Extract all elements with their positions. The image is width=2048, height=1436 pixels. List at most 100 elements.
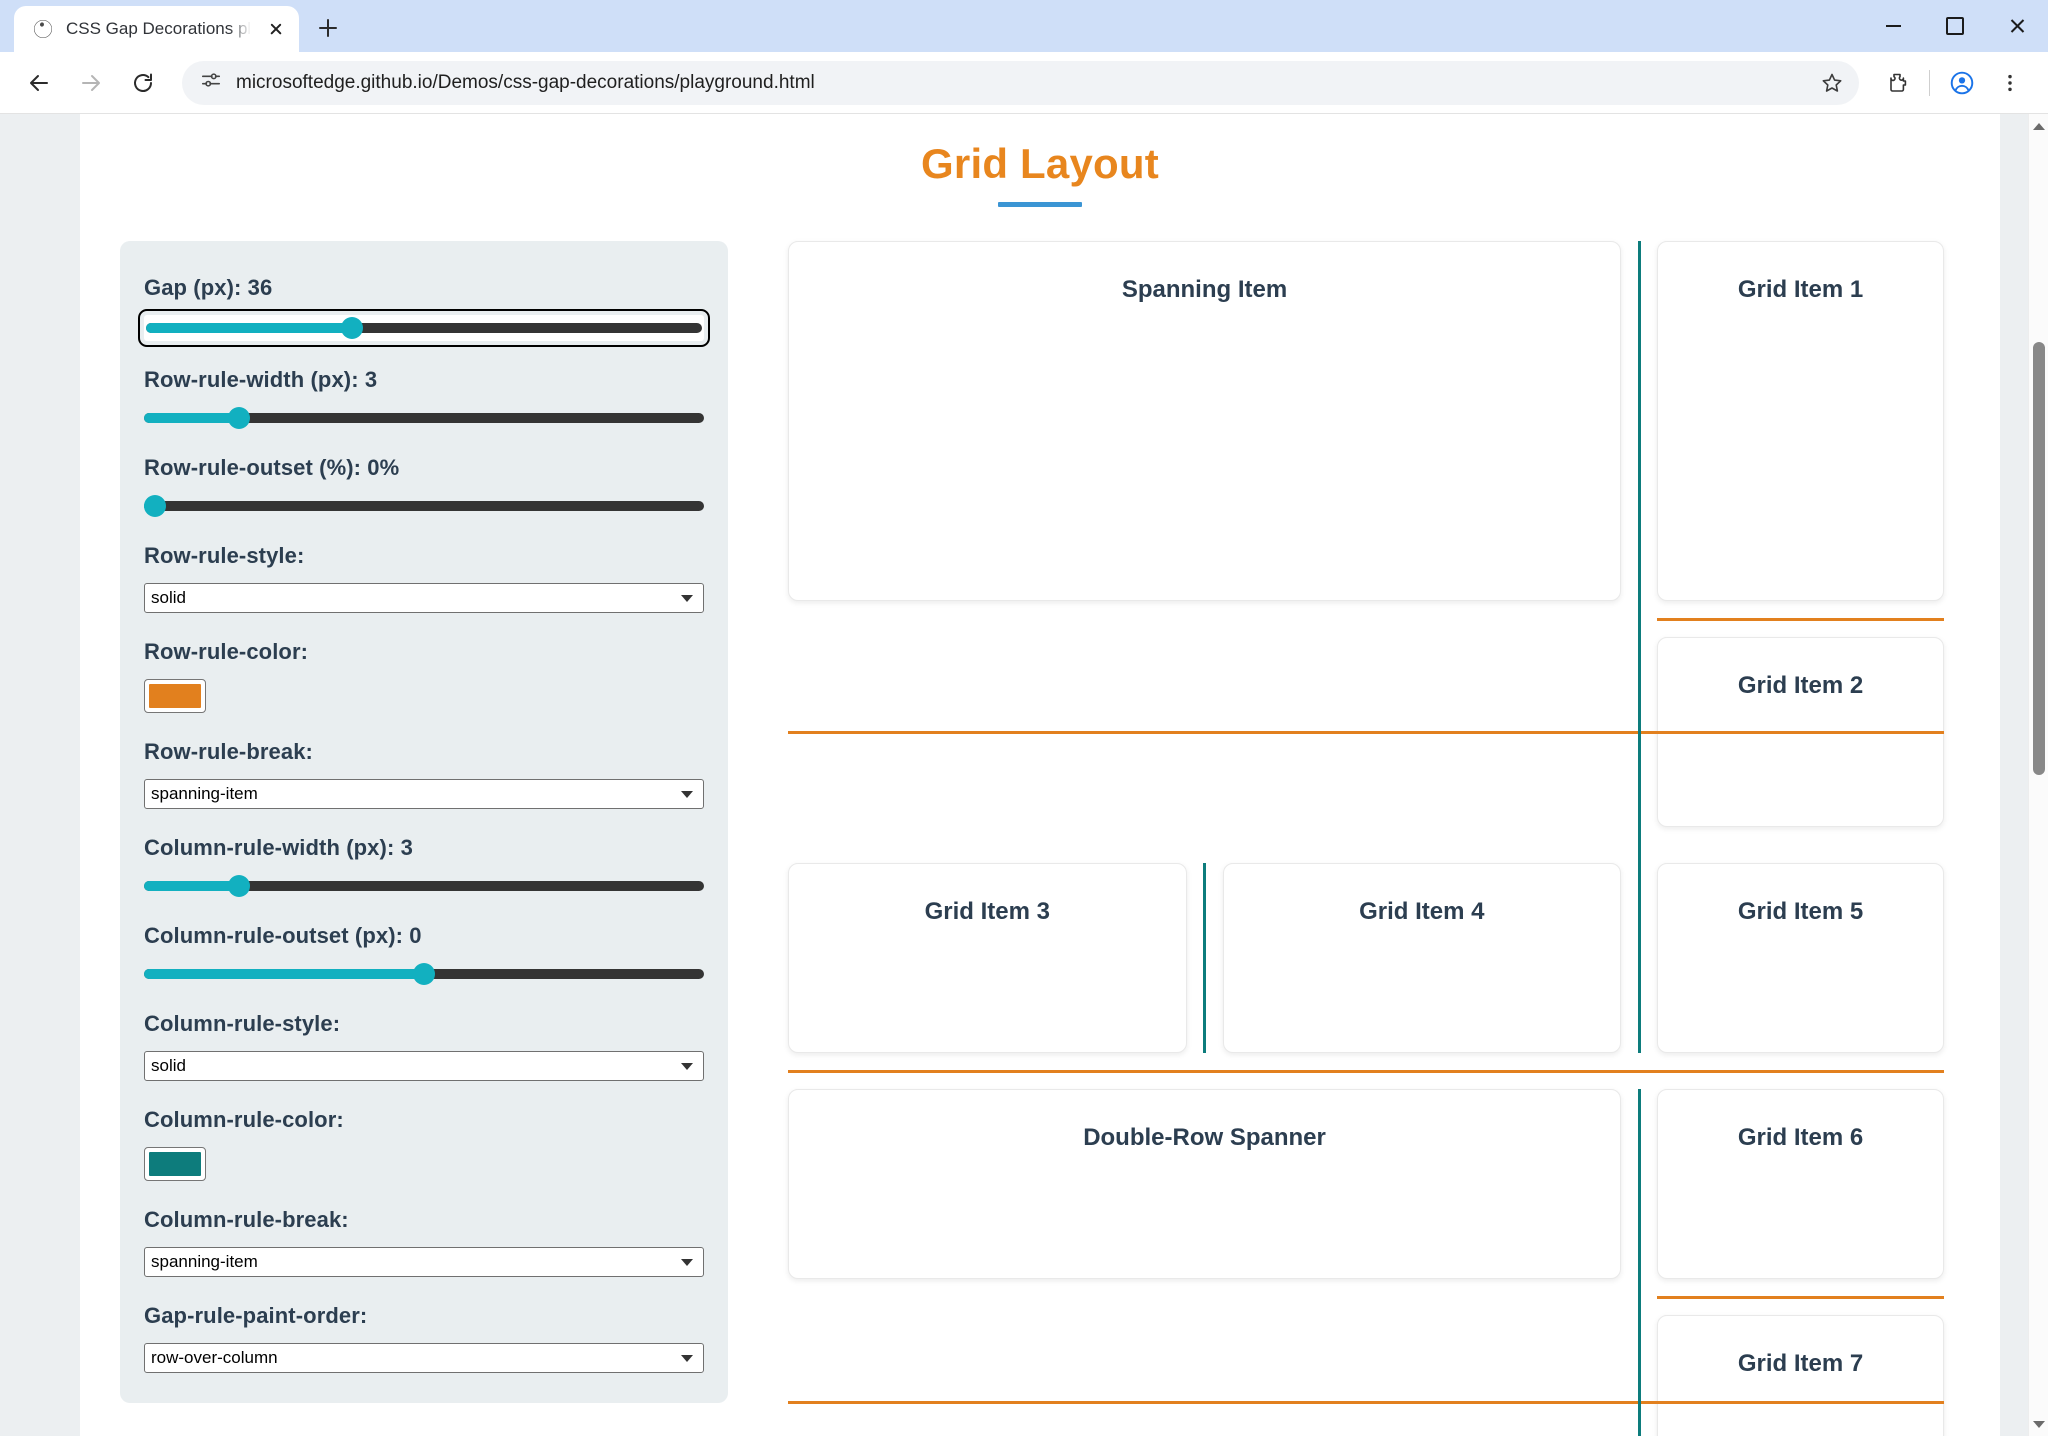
caret-down-icon[interactable] [2029, 1412, 2048, 1436]
row-rule-color-picker[interactable] [144, 679, 206, 713]
page-body: Grid Layout Gap (px): 36 [80, 114, 2000, 1436]
grid-cell-item-2: Grid Item 2 [1657, 637, 1944, 827]
slider-thumb[interactable] [144, 495, 167, 517]
control-column-rule-break: Column-rule-break: spanning-item [144, 1207, 704, 1277]
slider-fill [144, 881, 240, 891]
grid-cell-spanning-item: Spanning Item [788, 241, 1622, 601]
close-icon[interactable] [1986, 0, 2048, 52]
control-row-rule-break: Row-rule-break: spanning-item [144, 739, 704, 809]
scrollbar-track[interactable] [2029, 138, 2048, 1412]
grid-item-label: Grid Item 7 [1737, 1350, 1864, 1377]
site-settings-icon[interactable] [200, 69, 222, 96]
row-rule [1657, 617, 1944, 621]
grid-item-label: Double-Row Spanner [1083, 1124, 1326, 1151]
grid-cell-item-1: Grid Item 1 [1657, 241, 1944, 601]
row-rule-outset-slider[interactable] [144, 495, 704, 517]
column-rule [1637, 241, 1641, 1053]
chevron-down-icon [681, 790, 693, 798]
slider-track[interactable] [144, 407, 704, 429]
select-value: row-over-column [151, 1348, 278, 1367]
control-label: Row-rule-width (px): 3 [144, 367, 378, 392]
control-column-rule-style: Column-rule-style: solid [144, 1011, 704, 1081]
url-text[interactable]: microsoftedge.github.io/Demos/css-gap-de… [236, 71, 815, 93]
tab-title: CSS Gap Decorations playground [66, 19, 251, 38]
window-controls [1862, 0, 2048, 52]
back-arrow-icon[interactable] [16, 60, 62, 106]
grid-item-label: Spanning Item [1121, 276, 1288, 303]
control-label: Column-rule-color: [144, 1107, 344, 1132]
control-row-rule-color: Row-rule-color: [144, 639, 704, 713]
slider-track[interactable] [144, 495, 704, 517]
row-rule [1657, 1295, 1944, 1299]
grid-item-label: Grid Item 3 [924, 898, 1050, 925]
control-column-rule-outset: Column-rule-outset (px): 0 [144, 923, 704, 985]
control-row-rule-outset: Row-rule-outset (%): 0% [144, 455, 704, 517]
control-label: Row-rule-style: [144, 543, 305, 568]
color-preview [149, 1152, 201, 1176]
toolbar-right [1875, 61, 2032, 105]
select-value: solid [151, 1056, 186, 1075]
control-column-rule-color: Column-rule-color: [144, 1107, 704, 1181]
chevron-down-icon [681, 1354, 693, 1362]
maximize-icon[interactable] [1924, 0, 1986, 52]
plus-icon[interactable] [307, 7, 349, 49]
control-label: Row-rule-outset (%): 0% [144, 455, 400, 480]
globe-icon [32, 18, 54, 40]
grid-item-label: Grid Item 5 [1737, 898, 1864, 925]
vertical-scrollbar[interactable] [2028, 114, 2048, 1436]
page-title: Grid Layout [921, 140, 1159, 187]
profile-avatar-icon[interactable] [1940, 61, 1984, 105]
grid-item-label: Grid Item 2 [1737, 672, 1864, 699]
column-rule-width-slider[interactable] [144, 875, 704, 897]
slider-track[interactable] [146, 317, 702, 339]
select-value: spanning-item [151, 784, 258, 803]
star-icon[interactable] [1813, 64, 1851, 102]
scrollbar-thumb[interactable] [2032, 341, 2045, 775]
slider-fill [144, 969, 424, 979]
slider-fill [146, 323, 352, 333]
grid-cell-item-5: Grid Item 5 [1657, 863, 1944, 1053]
caret-up-icon[interactable] [2029, 114, 2048, 138]
slider-thumb[interactable] [228, 407, 251, 429]
row-rule [788, 1069, 1944, 1073]
grid-cell-double-row-spanner: Double-Row Spanner [788, 1089, 1622, 1279]
slider-thumb[interactable] [228, 875, 251, 897]
grid-cell-item-7: Grid Item 7 [1657, 1315, 1944, 1436]
address-bar[interactable]: microsoftedge.github.io/Demos/css-gap-de… [182, 60, 1859, 105]
control-label: Row-rule-break: [144, 739, 313, 764]
column-rule-style-select[interactable]: solid [144, 1051, 704, 1081]
gap-slider[interactable] [138, 309, 710, 347]
controls-panel: Gap (px): 36 Row-rule-width (px): 3 [120, 241, 728, 1403]
chevron-down-icon [681, 1062, 693, 1070]
slider-fill [144, 413, 240, 423]
title-underline [998, 202, 1082, 207]
row-rule-style-select[interactable]: solid [144, 583, 704, 613]
browser-tab[interactable]: CSS Gap Decorations playground [14, 6, 299, 52]
close-icon[interactable] [263, 16, 289, 42]
slider-track[interactable] [144, 963, 704, 985]
control-label: Column-rule-outset (px): 0 [144, 923, 422, 948]
reload-icon[interactable] [120, 60, 166, 106]
row-rule-break-select[interactable]: spanning-item [144, 779, 704, 809]
gap-rule-paint-order-select[interactable]: row-over-column [144, 1343, 704, 1373]
slider-thumb[interactable] [413, 963, 435, 985]
control-label: Gap-rule-paint-order: [144, 1303, 368, 1328]
grid-cell-item-4: Grid Item 4 [1222, 863, 1622, 1053]
control-row-rule-style: Row-rule-style: solid [144, 543, 704, 613]
control-label: Column-rule-break: [144, 1207, 349, 1232]
three-dot-menu-icon[interactable] [1988, 61, 2032, 105]
control-label: Column-rule-width (px): 3 [144, 835, 413, 860]
column-rule-break-select[interactable]: spanning-item [144, 1247, 704, 1277]
slider-track[interactable] [144, 875, 704, 897]
select-value: spanning-item [151, 1252, 258, 1271]
row-rule-width-slider[interactable] [144, 407, 704, 429]
tab-strip: CSS Gap Decorations playground [0, 0, 2048, 52]
control-label: Gap (px): 36 [144, 275, 273, 300]
column-rule-outset-slider[interactable] [144, 963, 704, 985]
extensions-icon[interactable] [1875, 61, 1919, 105]
column-rule-color-picker[interactable] [144, 1147, 206, 1181]
forward-arrow-icon[interactable] [68, 60, 114, 106]
column-rule [1203, 863, 1207, 1053]
slider-thumb[interactable] [340, 317, 363, 339]
minimize-icon[interactable] [1862, 0, 1924, 52]
